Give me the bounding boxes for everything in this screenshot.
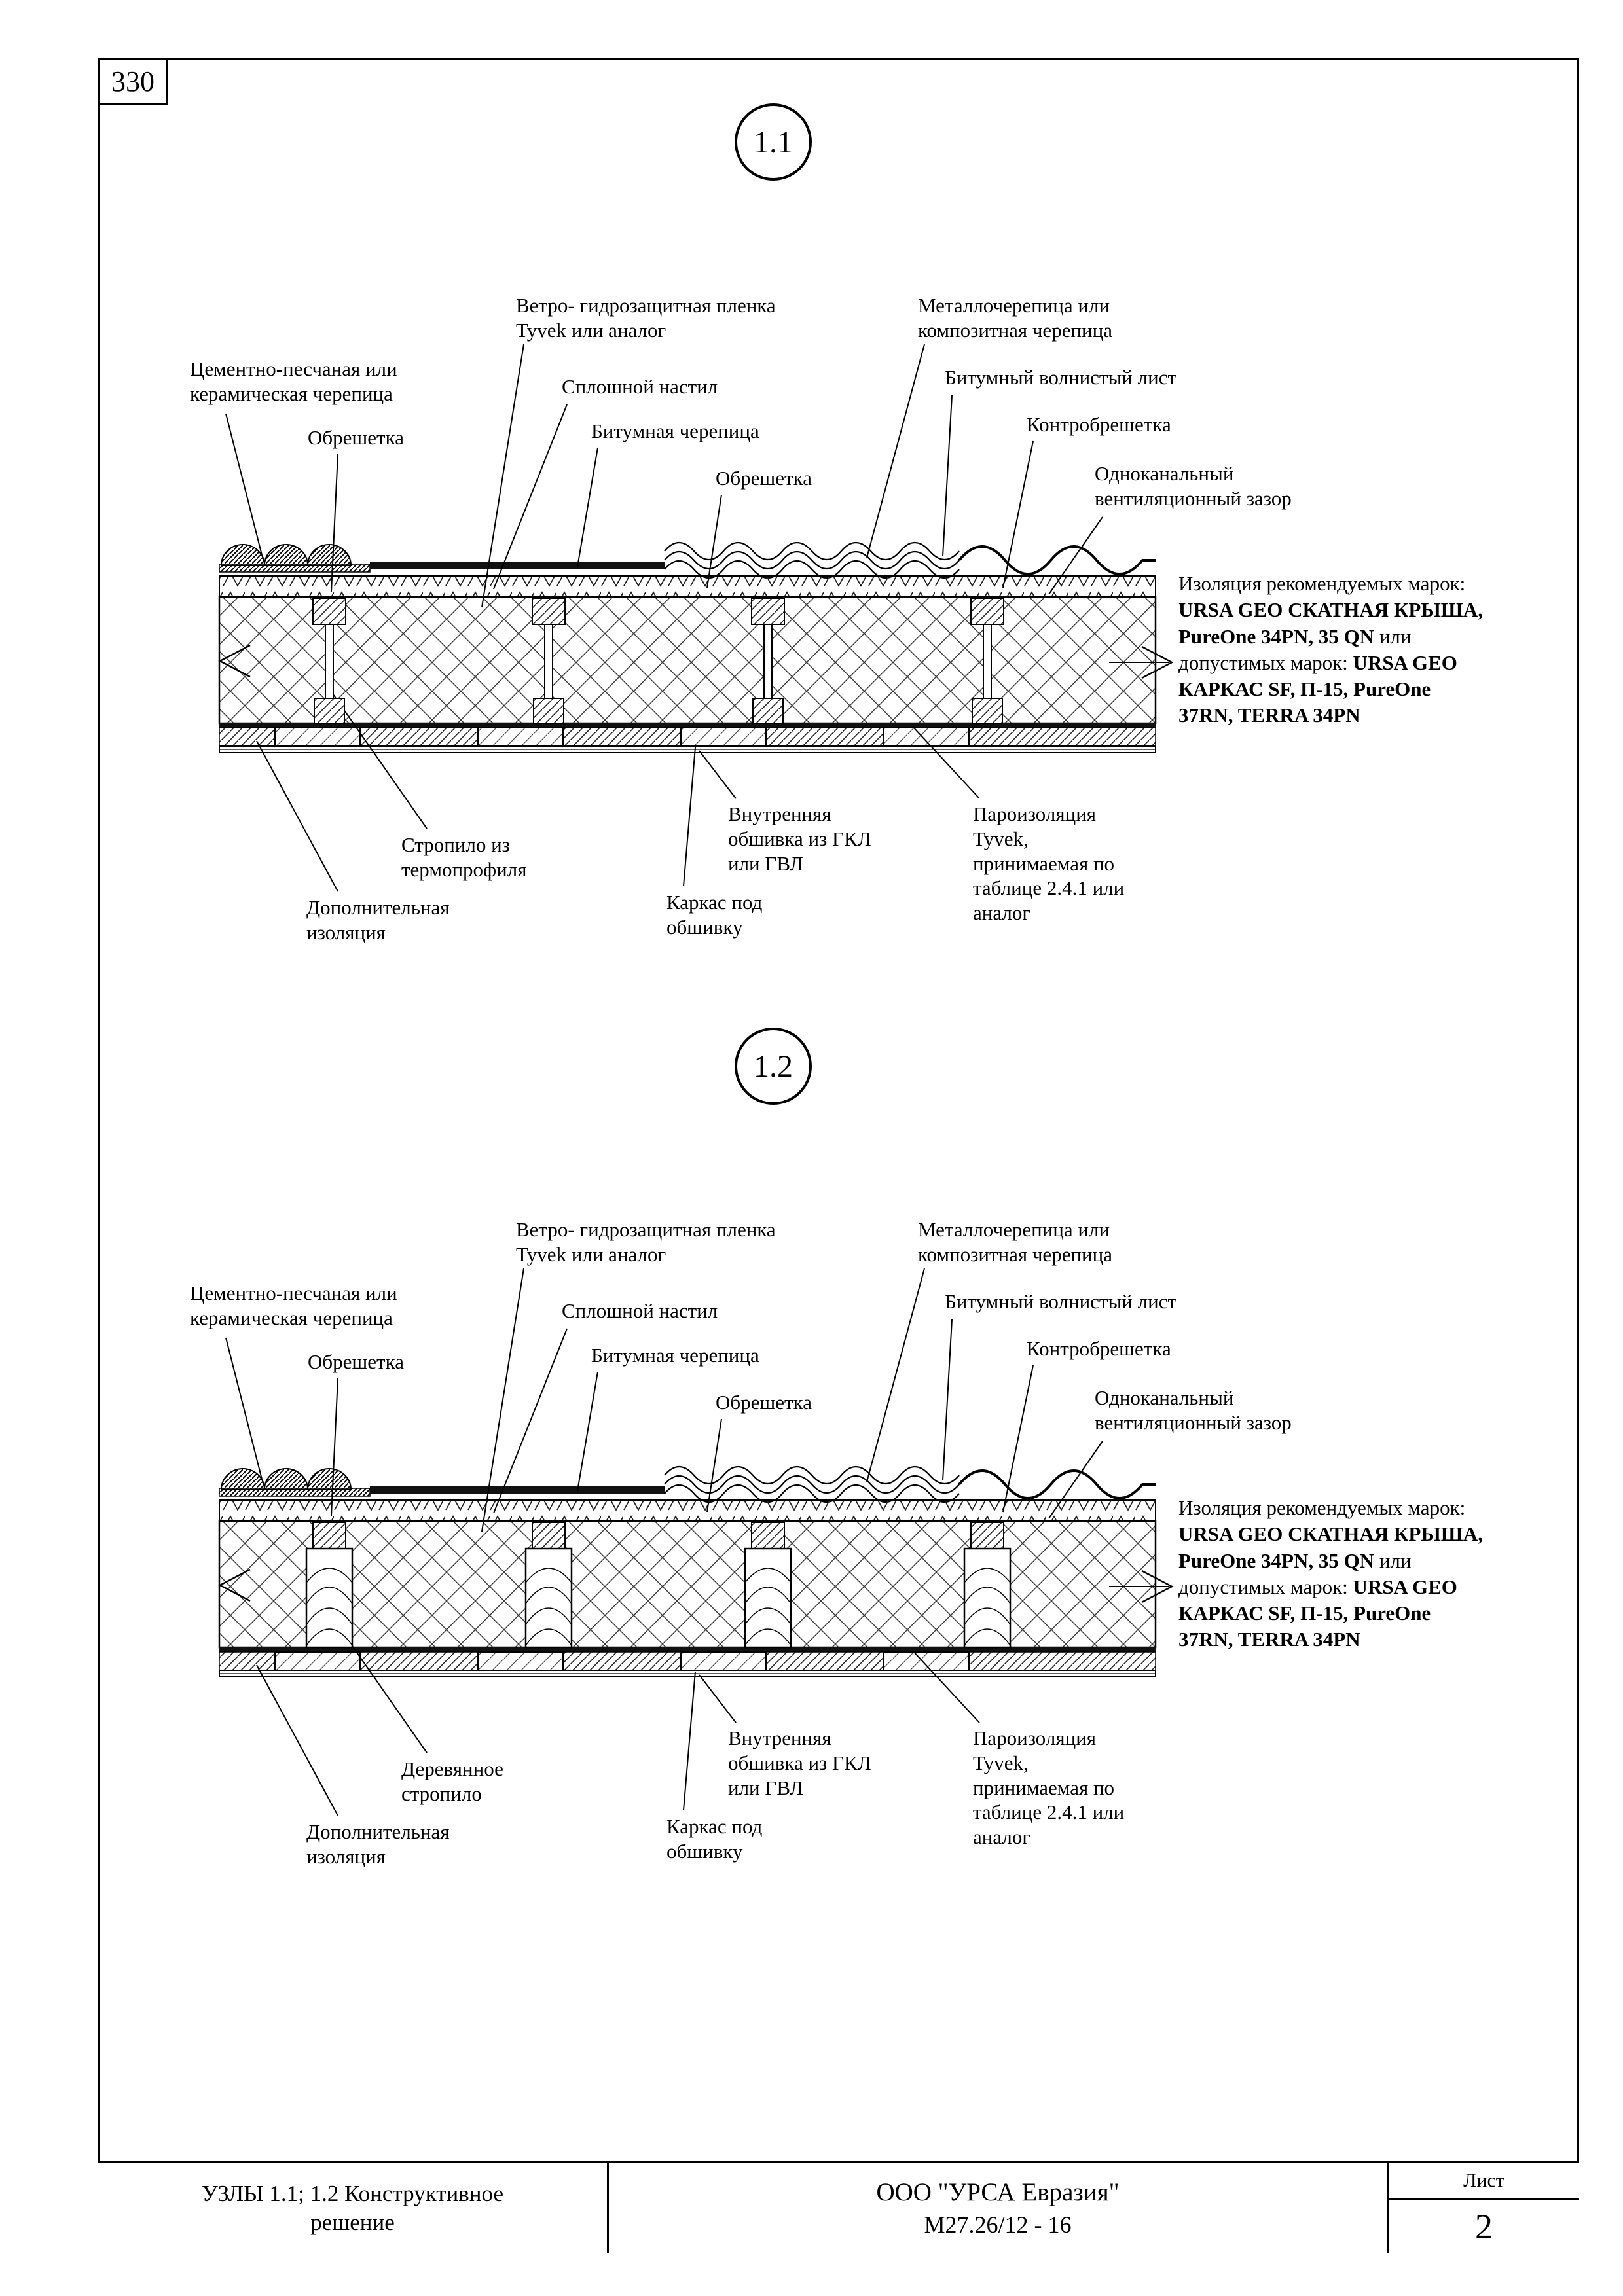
callout-inner-lining: Внутренняя обшивка из ГКЛ или ГВЛ xyxy=(728,1727,871,1799)
callout-rafter: Стропило из термопрофиля xyxy=(401,833,527,881)
title-block-sheet-cell: Лист 2 xyxy=(1387,2163,1579,2253)
insulation-note-brands-2: URSA GEO КАРКАС SF, П-15, PureOne 37RN, … xyxy=(1178,651,1457,727)
callout-batten-mid: Обрешетка xyxy=(716,467,812,490)
callout-batten-mid: Обрешетка xyxy=(716,1391,812,1414)
insulation-note-brands-2: URSA GEO КАРКАС SF, П-15, PureOne 37RN, … xyxy=(1178,1575,1457,1651)
callout-vapor-barrier: Пароизоляция Tyvek, принимаемая по табли… xyxy=(973,802,1125,925)
title-block: УЗЛЫ 1.1; 1.2 Конструктивное решение ООО… xyxy=(98,2161,1579,2253)
callout-shingles: Битумная черепица xyxy=(591,420,759,442)
callout-inner-lining: Внутренняя обшивка из ГКЛ или ГВЛ xyxy=(728,802,871,875)
document-number: М27.26/12 - 16 xyxy=(924,2212,1072,2238)
callout-counter-batten: Контробрешетка xyxy=(1027,413,1171,436)
sheet-code: 330 xyxy=(111,65,155,98)
callout-vent-gap: Одноканальный вентиляционный зазор xyxy=(1095,462,1292,510)
callout-batten-left: Обрешетка xyxy=(308,426,404,449)
detail-1-1: 1.1 Цементно-песчаная или керамическая ч… xyxy=(0,0,1623,956)
insulation-note-text-1: Изоляция рекомендуемых марок: xyxy=(1178,572,1466,595)
callout-tile: Цементно-песчаная или керамическая череп… xyxy=(190,357,397,405)
callout-lining-frame: Каркас под обшивку xyxy=(666,891,763,939)
detail-1-2: 1.2 Цементно-песчаная или керамическая ч… xyxy=(0,924,1623,1880)
callout-vent-gap: Одноканальный вентиляционный зазор xyxy=(1095,1386,1292,1434)
title-block-center: ООО "УРСА Евразия" М27.26/12 - 16 xyxy=(609,2163,1387,2253)
callout-deck: Сплошной настил xyxy=(562,1299,718,1322)
callout-membrane: Ветро- гидрозащитная пленка Tyvek или ан… xyxy=(516,1218,776,1266)
insulation-note: Изоляция рекомендуемых марок: URSA GEO С… xyxy=(1178,1495,1485,1653)
insulation-note: Изоляция рекомендуемых марок: URSA GEO С… xyxy=(1178,571,1485,729)
insulation-note-brands-1: URSA GEO СКАТНАЯ КРЫША, PureOne 34PN, 35… xyxy=(1178,1522,1483,1572)
insulation-note-text-1: Изоляция рекомендуемых марок: xyxy=(1178,1496,1466,1519)
callout-lining-frame: Каркас под обшивку xyxy=(666,1815,763,1863)
sheet-code-box: 330 xyxy=(98,58,168,105)
sheet-label: Лист xyxy=(1389,2163,1579,2200)
callout-bitumen-sheet: Битумный волнистый лист xyxy=(945,366,1177,389)
insulation-note-text-2: или допустимых марок: xyxy=(1178,1549,1412,1598)
callout-bitumen-sheet: Битумный волнистый лист xyxy=(945,1290,1177,1313)
callout-batten-left: Обрешетка xyxy=(308,1350,404,1373)
callout-extra-insulation: Дополнительная изоляция xyxy=(306,1820,450,1868)
callout-counter-batten: Контробрешетка xyxy=(1027,1337,1171,1360)
insulation-note-brands-1: URSA GEO СКАТНАЯ КРЫША, PureOne 34PN, 35… xyxy=(1178,598,1483,648)
callout-metal-tile: Металлочерепица или композитная черепица xyxy=(918,294,1112,342)
callout-tile: Цементно-песчаная или керамическая череп… xyxy=(190,1282,397,1329)
callout-metal-tile: Металлочерепица или композитная черепица xyxy=(918,1218,1112,1266)
detail-number-bubble: 1.1 xyxy=(735,103,812,181)
callout-membrane: Ветро- гидрозащитная пленка Tyvek или ан… xyxy=(516,294,776,342)
title-block-subject: УЗЛЫ 1.1; 1.2 Конструктивное решение xyxy=(98,2163,609,2253)
company-name: ООО "УРСА Евразия" xyxy=(876,2178,1120,2206)
insulation-note-text-2: или допустимых марок: xyxy=(1178,624,1412,674)
detail-number-bubble: 1.2 xyxy=(735,1028,812,1105)
callout-extra-insulation: Дополнительная изоляция xyxy=(306,896,450,944)
sheet-number: 2 xyxy=(1475,2206,1493,2246)
callout-rafter: Деревянное стропило xyxy=(401,1757,503,1805)
callout-shingles: Битумная черепица xyxy=(591,1344,759,1367)
callout-deck: Сплошной настил xyxy=(562,375,718,398)
callout-vapor-barrier: Пароизоляция Tyvek, принимаемая по табли… xyxy=(973,1727,1125,1849)
